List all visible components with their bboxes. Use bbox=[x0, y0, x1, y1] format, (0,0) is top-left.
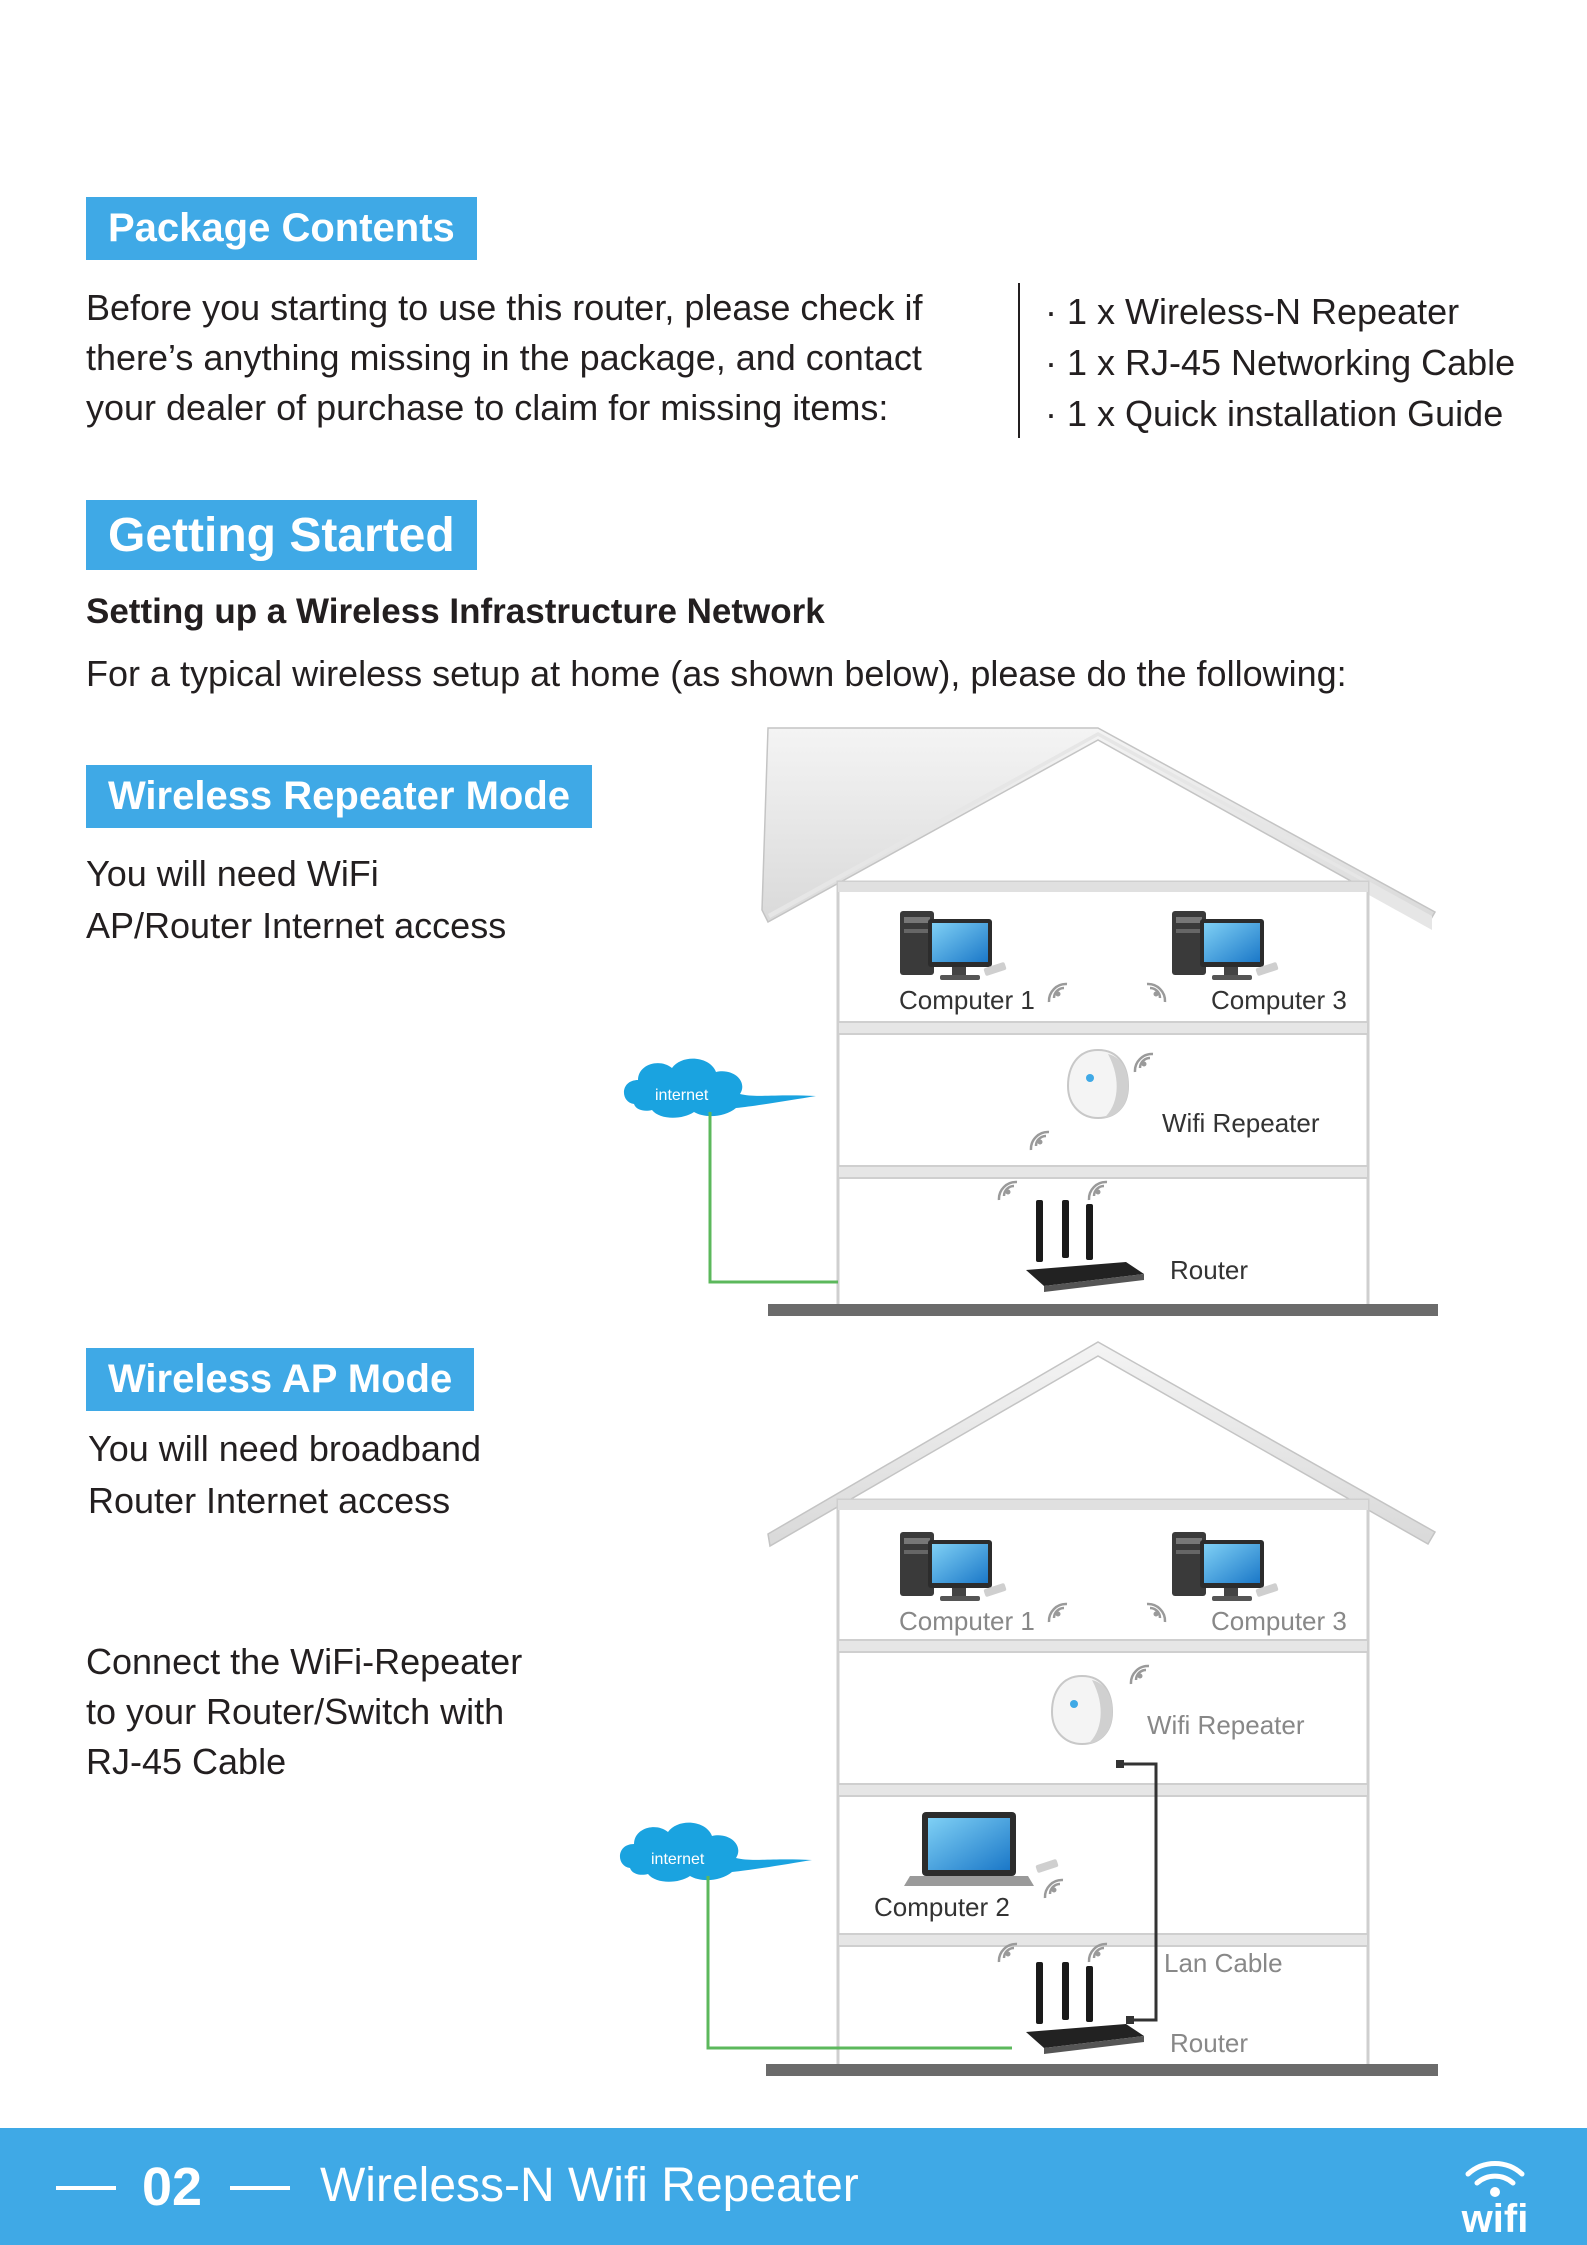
getting-started-intro: For a typical wireless setup at home (as… bbox=[86, 653, 1347, 694]
getting-started-title: Getting Started bbox=[108, 508, 455, 562]
computer-3-label: Computer 3 bbox=[1211, 1606, 1347, 1636]
footer-title: Wireless-N Wifi Repeater bbox=[320, 2159, 859, 2212]
wifi-logo-text: wifi bbox=[1461, 2197, 1529, 2236]
router-label: Router bbox=[1170, 2028, 1248, 2058]
internet-connection-line bbox=[708, 1112, 838, 1284]
internet-connection-line bbox=[706, 1876, 1012, 2050]
package-item: · 1 x Wireless-N Repeater bbox=[1045, 291, 1460, 332]
roof bbox=[767, 1341, 1437, 1548]
computer-3-label: Computer 3 bbox=[1211, 985, 1347, 1015]
computer-icon bbox=[1172, 911, 1279, 980]
internet-cloud-icon bbox=[623, 1058, 816, 1118]
package-item: · 1 x Quick installation Guide bbox=[1045, 393, 1504, 434]
package-contents-title: Package Contents bbox=[108, 206, 455, 250]
ground-line bbox=[768, 1304, 1438, 1316]
package-intro-line: Before you starting to use this router, … bbox=[86, 287, 923, 328]
lan-cable-label: Lan Cable bbox=[1164, 1948, 1283, 1978]
network-diagrams: Computer 1 Computer 3 Wifi Repeater Rout… bbox=[619, 727, 1438, 2076]
package-contents-heading: Package Contents bbox=[86, 197, 477, 260]
getting-started-heading: Getting Started bbox=[86, 500, 477, 570]
computer-2-label: Computer 2 bbox=[874, 1892, 1010, 1922]
ap-connect-instructions: Connect the WiFi-Repeater to your Router… bbox=[86, 1637, 522, 1787]
getting-started-subheading: Setting up a Wireless Infrastructure Net… bbox=[86, 592, 825, 631]
page-number: 02 bbox=[142, 2157, 203, 2217]
internet-cloud-icon bbox=[619, 1822, 812, 1882]
floor-divider bbox=[837, 1021, 1369, 1035]
repeater-desc-line: You will need WiFi bbox=[86, 853, 379, 894]
package-intro-line: your dealer of purchase to claim for mis… bbox=[86, 387, 889, 428]
wifi-logo-icon: wifi bbox=[1461, 2161, 1529, 2236]
package-item: · 1 x RJ-45 Networking Cable bbox=[1045, 342, 1516, 383]
repeater-device-icon bbox=[1051, 1675, 1114, 1745]
ap-mode-description: You will need broadband Router Internet … bbox=[88, 1423, 481, 1527]
lan-cable-line bbox=[1122, 1762, 1158, 2022]
floor-divider bbox=[837, 1783, 1369, 1797]
ap-mode-diagram: Computer 1 Computer 3 Wifi Repeater Comp… bbox=[619, 1341, 1438, 2076]
ap-mode-title: Wireless AP Mode bbox=[108, 1357, 453, 1401]
computer-1-label: Computer 1 bbox=[899, 1606, 1035, 1636]
repeater-label: Wifi Repeater bbox=[1147, 1710, 1305, 1740]
ap-mode-heading: Wireless AP Mode bbox=[86, 1348, 475, 1411]
laptop-icon bbox=[904, 1812, 1059, 1886]
floor-divider bbox=[837, 1639, 1369, 1653]
router-label: Router bbox=[1170, 1255, 1248, 1285]
repeater-mode-diagram: Computer 1 Computer 3 Wifi Repeater Rout… bbox=[623, 727, 1438, 1316]
package-intro-line: there’s anything missing in the package,… bbox=[86, 337, 922, 378]
ap-desc-line: Router Internet access bbox=[88, 1480, 451, 1521]
repeater-desc-line: AP/Router Internet access bbox=[86, 905, 507, 946]
computer-icon bbox=[1172, 1532, 1279, 1601]
floor-divider bbox=[837, 1165, 1369, 1179]
footer-dash bbox=[230, 2186, 290, 2190]
ap-connect-line: Connect the WiFi-Repeater bbox=[86, 1641, 523, 1682]
repeater-mode-heading: Wireless Repeater Mode bbox=[86, 765, 593, 828]
internet-label: internet bbox=[655, 1087, 709, 1104]
computer-icon bbox=[900, 1532, 1007, 1601]
repeater-label: Wifi Repeater bbox=[1162, 1108, 1320, 1138]
roof bbox=[761, 727, 1437, 926]
package-item-list: · 1 x Wireless-N Repeater · 1 x RJ-45 Ne… bbox=[1045, 286, 1515, 439]
page-footer: 02 Wireless-N Wifi Repeater wifi bbox=[0, 2128, 1587, 2245]
computer-icon bbox=[900, 911, 1007, 980]
package-intro: Before you starting to use this router, … bbox=[86, 283, 922, 433]
computer-1-label: Computer 1 bbox=[899, 985, 1035, 1015]
floor-divider bbox=[837, 1933, 1369, 1947]
ground-line bbox=[766, 2064, 1438, 2076]
repeater-mode-title: Wireless Repeater Mode bbox=[108, 774, 571, 818]
ap-desc-line: You will need broadband bbox=[88, 1428, 481, 1469]
ap-connect-line: to your Router/Switch with bbox=[86, 1691, 505, 1732]
repeater-mode-description: You will need WiFi AP/Router Internet ac… bbox=[86, 848, 506, 952]
internet-label: internet bbox=[651, 1851, 705, 1868]
footer-dash bbox=[56, 2186, 116, 2190]
package-divider bbox=[1018, 283, 1020, 438]
ap-connect-line: RJ-45 Cable bbox=[86, 1741, 287, 1782]
repeater-device-icon bbox=[1067, 1049, 1130, 1119]
